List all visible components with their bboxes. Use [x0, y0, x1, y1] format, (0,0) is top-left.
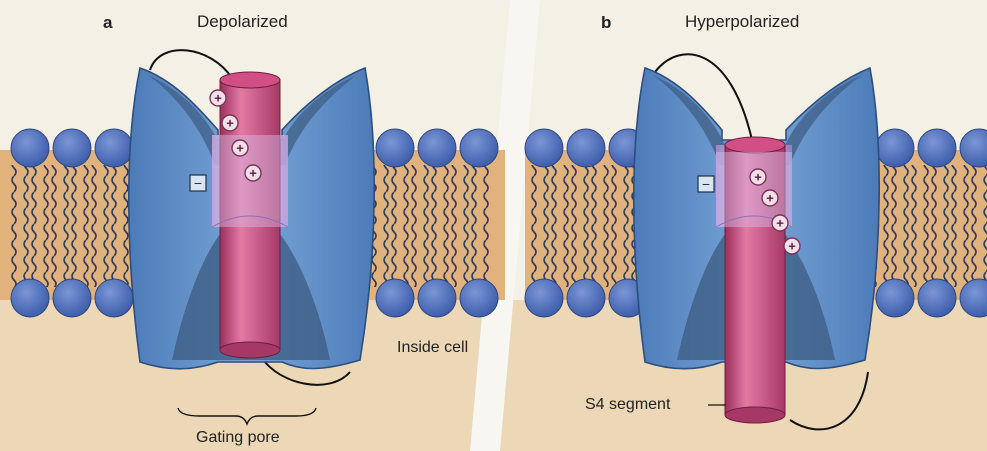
negative-charge-a: − [190, 175, 206, 191]
gating-pore-label: Gating pore [196, 430, 280, 446]
s4-cylinder-bottom-a [220, 342, 280, 358]
positive-charge-symbol-b-3: + [776, 216, 784, 231]
panel-b-title: Hyperpolarized [685, 13, 799, 30]
s4-cylinder-top-b [725, 137, 785, 153]
svg-text:−: − [194, 175, 202, 191]
s4-segment-label: S4 segment [585, 397, 670, 413]
positive-charge-symbol-b-1: + [754, 170, 762, 185]
s4-cylinder-top-a [220, 72, 280, 88]
positive-charge-symbol-a-2: + [226, 116, 234, 131]
inside-cell-label: Inside cell [397, 340, 468, 356]
s4-cylinder-bottom-b [725, 407, 785, 423]
positive-charge-symbol-b-4: + [788, 239, 796, 254]
svg-text:−: − [702, 176, 710, 192]
positive-charge-symbol-a-4: + [249, 166, 257, 181]
positive-charge-symbol-b-2: + [766, 191, 774, 206]
negative-charge-b: − [698, 176, 714, 192]
panel-a-title: Depolarized [197, 13, 288, 30]
positive-charge-symbol-a-1: + [214, 91, 222, 106]
positive-charge-symbol-a-3: + [236, 141, 244, 156]
panel-b-letter: b [601, 14, 611, 31]
panel-a-letter: a [103, 14, 112, 31]
